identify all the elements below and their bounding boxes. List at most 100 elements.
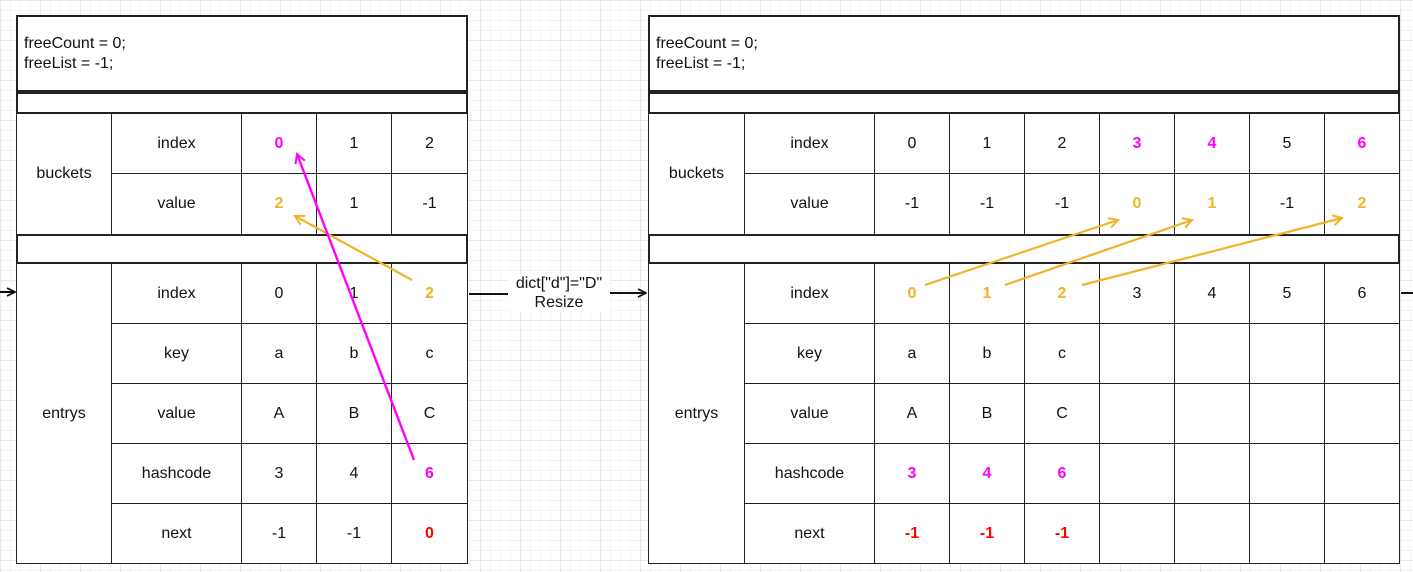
free-count-text: freeCount = 0;	[24, 35, 126, 52]
entry-index-cell: 3	[1099, 263, 1175, 324]
entry-index-cell: 1	[316, 263, 392, 324]
bucket-value-cell: -1	[391, 173, 468, 235]
entry-row-label-value: value	[111, 383, 242, 444]
spacer-box	[16, 92, 468, 114]
entry-index-cell: 6	[1324, 263, 1400, 324]
entry-hashcode-cell	[1174, 443, 1250, 504]
bucket-value-cell: -1	[874, 173, 950, 235]
entry-key-cell: a	[241, 323, 317, 384]
entry-row-label-next: next	[744, 503, 875, 564]
entry-row-label-index: index	[744, 263, 875, 324]
entry-hashcode-cell	[1324, 443, 1400, 504]
entry-index-cell: 1	[949, 263, 1025, 324]
entry-hashcode-cell: 4	[316, 443, 392, 504]
bucket-value-cell: -1	[1249, 173, 1325, 235]
buckets-value-label: value	[111, 173, 242, 235]
entry-key-cell	[1099, 323, 1175, 384]
entry-key-cell: a	[874, 323, 950, 384]
bucket-index-cell: 4	[1174, 113, 1250, 174]
entry-next-cell	[1324, 503, 1400, 564]
entry-key-cell	[1324, 323, 1400, 384]
entry-index-cell: 0	[874, 263, 950, 324]
entry-value-cell	[1174, 383, 1250, 444]
bucket-index-cell: 0	[874, 113, 950, 174]
entry-hashcode-cell: 3	[241, 443, 317, 504]
header-box-before: freeCount = 0; freeList = -1;	[16, 15, 468, 92]
entrys-label: entrys	[648, 263, 745, 564]
bucket-index-cell: 2	[391, 113, 468, 174]
entry-value-cell	[1099, 383, 1175, 444]
entry-index-cell: 0	[241, 263, 317, 324]
entry-hashcode-cell	[1249, 443, 1325, 504]
bucket-index-cell: 6	[1324, 113, 1400, 174]
free-list-text: freeList = -1;	[656, 55, 746, 72]
entry-next-cell: -1	[1024, 503, 1100, 564]
entry-hashcode-cell	[1099, 443, 1175, 504]
entry-key-cell: c	[391, 323, 468, 384]
buckets-label: buckets	[648, 113, 745, 235]
entry-row-label-hashcode: hashcode	[744, 443, 875, 504]
entry-next-cell: -1	[949, 503, 1025, 564]
entry-value-cell	[1324, 383, 1400, 444]
bucket-index-cell: 2	[1024, 113, 1100, 174]
entry-key-cell: b	[316, 323, 392, 384]
entry-hashcode-cell: 6	[391, 443, 468, 504]
bucket-value-cell: -1	[1024, 173, 1100, 235]
entry-next-cell: -1	[874, 503, 950, 564]
entry-row-label-value: value	[744, 383, 875, 444]
entry-next-cell	[1174, 503, 1250, 564]
entry-row-label-key: key	[111, 323, 242, 384]
entry-index-cell: 5	[1249, 263, 1325, 324]
entry-next-cell: -1	[241, 503, 317, 564]
free-count-text: freeCount = 0;	[656, 35, 758, 52]
bucket-index-cell: 1	[949, 113, 1025, 174]
bucket-index-cell: 3	[1099, 113, 1175, 174]
bucket-value-cell: 1	[316, 173, 392, 235]
entry-index-cell: 2	[391, 263, 468, 324]
operation-code: dict["d"]="D"	[515, 275, 603, 292]
entry-next-cell	[1249, 503, 1325, 564]
bucket-value-cell: -1	[949, 173, 1025, 235]
buckets-label: buckets	[16, 113, 112, 235]
entry-index-cell: 2	[1024, 263, 1100, 324]
entry-value-cell: B	[949, 383, 1025, 444]
entry-row-label-key: key	[744, 323, 875, 384]
operation-label: dict["d"]="D" Resize	[508, 274, 610, 312]
buckets-value-label: value	[744, 173, 875, 235]
entry-next-cell	[1099, 503, 1175, 564]
buckets-index-label: index	[744, 113, 875, 174]
bucket-value-cell: 1	[1174, 173, 1250, 235]
entry-hashcode-cell: 4	[949, 443, 1025, 504]
spacer-box	[648, 234, 1400, 264]
entry-value-cell: A	[874, 383, 950, 444]
entry-next-cell: -1	[316, 503, 392, 564]
operation-resize: Resize	[534, 294, 584, 311]
entry-key-cell	[1174, 323, 1250, 384]
bucket-index-cell: 5	[1249, 113, 1325, 174]
entry-value-cell: C	[391, 383, 468, 444]
entry-value-cell: C	[1024, 383, 1100, 444]
entrys-label: entrys	[16, 263, 112, 564]
bucket-value-cell: 0	[1099, 173, 1175, 235]
entry-value-cell	[1249, 383, 1325, 444]
spacer-box	[16, 234, 468, 264]
bucket-index-cell: 0	[241, 113, 317, 174]
bucket-value-cell: 2	[1324, 173, 1400, 235]
bucket-index-cell: 1	[316, 113, 392, 174]
free-list-text: freeList = -1;	[24, 55, 114, 72]
entry-key-cell	[1249, 323, 1325, 384]
entry-hashcode-cell: 3	[874, 443, 950, 504]
entry-value-cell: B	[316, 383, 392, 444]
entry-index-cell: 4	[1174, 263, 1250, 324]
entry-value-cell: A	[241, 383, 317, 444]
entry-key-cell: b	[949, 323, 1025, 384]
buckets-index-label: index	[111, 113, 242, 174]
entry-row-label-hashcode: hashcode	[111, 443, 242, 504]
bucket-value-cell: 2	[241, 173, 317, 235]
spacer-box	[648, 92, 1400, 114]
entry-key-cell: c	[1024, 323, 1100, 384]
entry-next-cell: 0	[391, 503, 468, 564]
entry-row-label-index: index	[111, 263, 242, 324]
header-box-after: freeCount = 0; freeList = -1;	[648, 15, 1400, 92]
entry-hashcode-cell: 6	[1024, 443, 1100, 504]
